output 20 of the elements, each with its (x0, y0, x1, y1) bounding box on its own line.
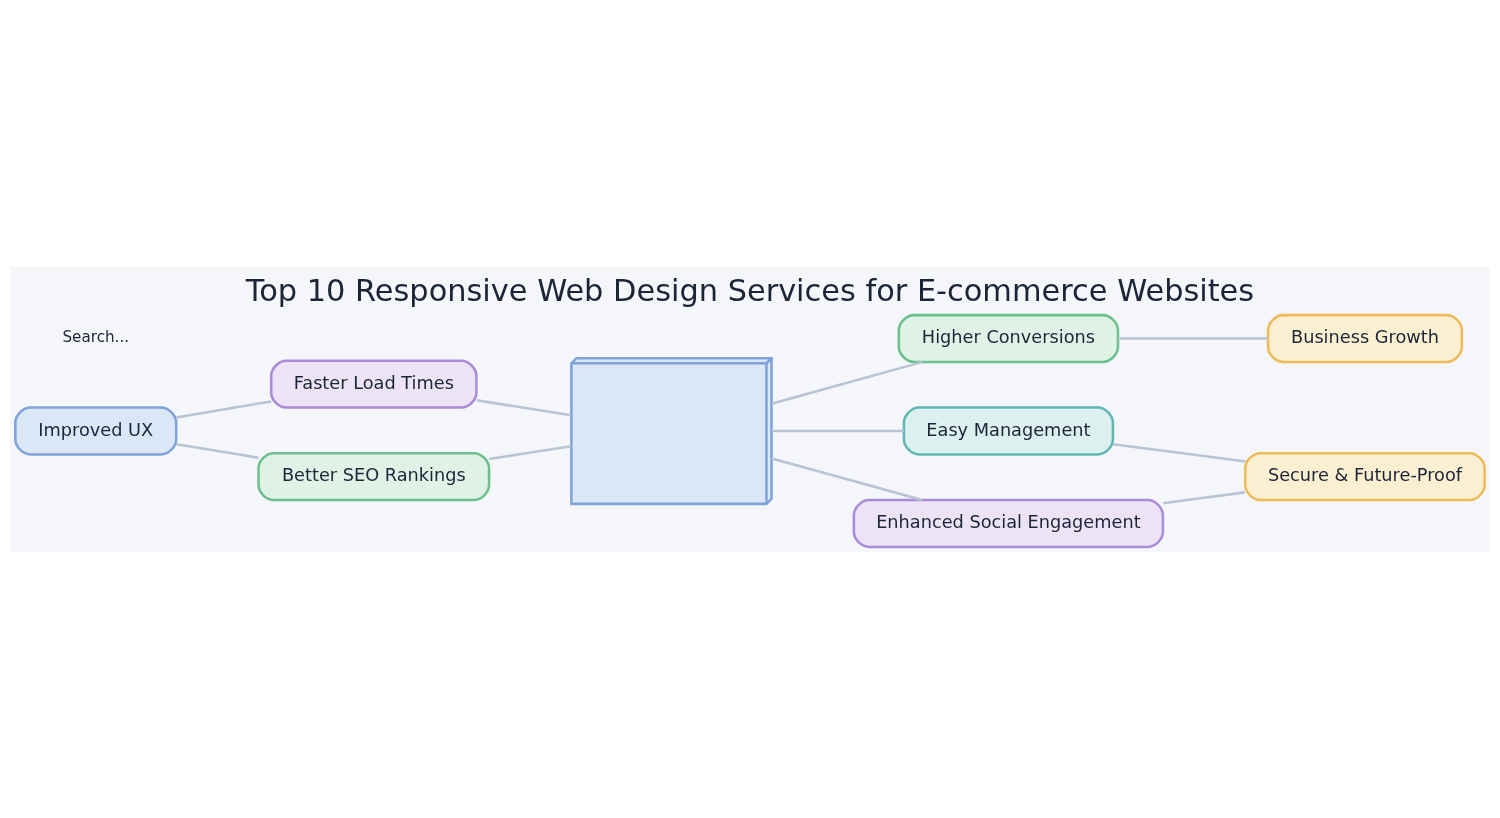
connector (771, 429, 904, 432)
connector (488, 444, 572, 460)
connector (1112, 442, 1246, 463)
node-box: Business Growth (1266, 313, 1464, 363)
connector (1163, 490, 1245, 504)
connector (771, 360, 923, 405)
diagram-title: Top 10 Responsive Web Design Services for E-commerce Websites (245, 272, 1255, 308)
label: Search... (62, 327, 130, 346)
node-box: Enhanced Social Engagement (852, 498, 1165, 548)
connector (476, 398, 572, 417)
node-box: Improved UX (14, 405, 178, 456)
connector (771, 456, 923, 501)
node-box: Higher Conversions (897, 313, 1120, 363)
node-box: Secure & Future-Proof (1244, 451, 1486, 501)
node-box: Easy Management (902, 405, 1115, 456)
connector (176, 399, 272, 419)
connector (176, 442, 259, 459)
node-box: Better SEO Rankings (257, 451, 491, 501)
connector (1118, 336, 1268, 340)
node-box: Faster Load Times (269, 358, 478, 409)
